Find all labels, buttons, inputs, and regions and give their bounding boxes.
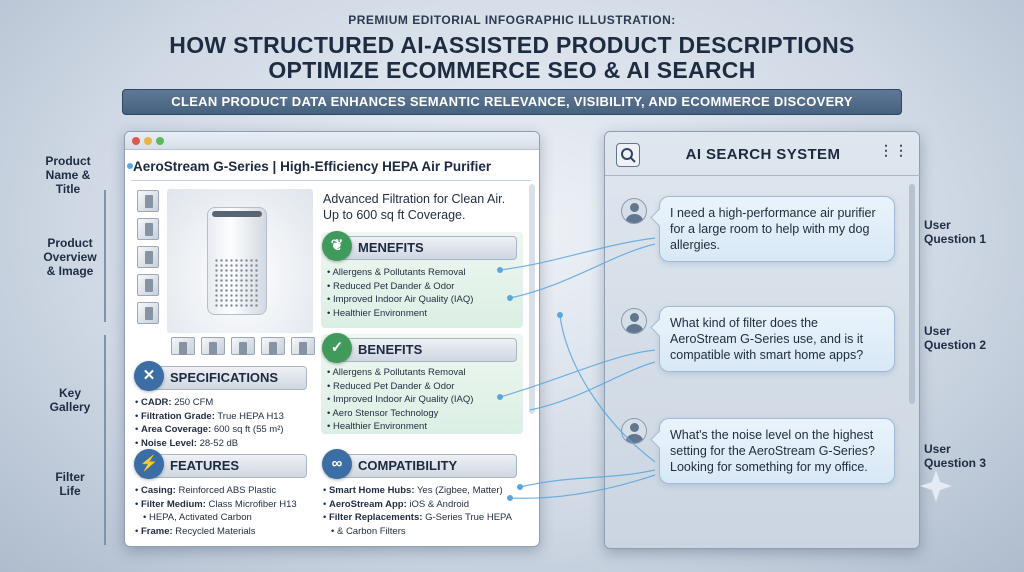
purifier-top <box>212 211 262 217</box>
connector-node <box>557 312 563 318</box>
lightning-icon: ⚡ <box>134 449 164 479</box>
more-options-icon[interactable]: ⋮⋮ <box>879 142 909 158</box>
question-bubble-1: I need a high-performance air purifier f… <box>659 196 895 262</box>
minimize-dot-icon[interactable] <box>144 137 152 145</box>
question-bubble-2: What kind of filter does the AeroStream … <box>659 306 895 372</box>
list-item: & Carbon Filters <box>323 525 512 539</box>
subtitle-bar: CLEAN PRODUCT DATA ENHANCES SEMANTIC REL… <box>122 89 902 115</box>
thumbnail[interactable] <box>137 246 159 268</box>
features-heading: ⚡ FEATURES <box>134 449 307 479</box>
ai-header: AI SEARCH SYSTEM ⋮⋮ <box>605 132 921 176</box>
thumbnail[interactable] <box>231 337 255 355</box>
user-avatar <box>621 198 647 224</box>
thumbnail[interactable] <box>137 302 159 324</box>
compatibility-heading: ∞ COMPATIBILITY <box>322 449 517 479</box>
label-user-question-2: User Question 2 <box>924 324 987 352</box>
user-avatar <box>621 418 647 444</box>
list-item: Frame: Recycled Materials <box>135 525 297 539</box>
list-item: Filter Medium: Class Microfiber H13 <box>135 498 297 512</box>
page-title-line-1: HOW STRUCTURED AI-ASSISTED PRODUCT DESCR… <box>169 32 855 58</box>
bracket-overview <box>104 190 112 322</box>
thumbnail[interactable] <box>201 337 225 355</box>
product-overview-text: Advanced Filtration for Clean Air. Up to… <box>323 192 506 222</box>
list-item: Reduced Pet Dander & Odor <box>327 380 473 394</box>
question-bubble-3: What's the noise level on the highest se… <box>659 418 895 484</box>
label-filter-life: Filter Life <box>55 470 85 498</box>
list-item: Improved Indoor Air Quality (IAQ) <box>327 393 473 407</box>
thumbnail[interactable] <box>261 337 285 355</box>
search-button[interactable] <box>616 143 640 167</box>
list-item: Area Coverage: 600 sq ft (55 m²) <box>135 423 284 437</box>
list-item: HEPA, Activated Carbon <box>135 511 297 525</box>
list-item: Filter Replacements: G-Series True HEPA <box>323 511 512 525</box>
leaf-icon: ❦ <box>322 231 352 261</box>
tools-icon: ✕ <box>134 361 164 391</box>
list-item: Reduced Pet Dander & Odor <box>327 280 473 294</box>
benefits-heading: ✓ BENEFITS <box>322 333 517 363</box>
list-item: Smart Home Hubs: Yes (Zigbee, Matter) <box>323 484 512 498</box>
label-user-question-1: User Question 1 <box>924 218 987 246</box>
label-key-gallery: Key Gallery <box>49 386 91 414</box>
bracket-gallery <box>104 335 112 545</box>
label-product-name-title: Product Name & Title <box>45 154 91 196</box>
ai-search-window: AI SEARCH SYSTEM ⋮⋮ I need a high-perfor… <box>604 131 921 549</box>
list-item: Noise Level: 28-52 dB <box>135 437 284 451</box>
link-icon: ∞ <box>322 449 352 479</box>
list-item: Aero Stensor Technology <box>327 407 473 421</box>
list-item: Filtration Grade: True HEPA H13 <box>135 410 284 424</box>
list-item: Healthier Environment <box>327 420 473 434</box>
product-main-image[interactable] <box>167 189 313 333</box>
shield-check-icon: ✓ <box>322 333 352 363</box>
specifications-heading: ✕ SPECIFICATIONS <box>134 361 307 391</box>
window-titlebar <box>125 132 539 150</box>
purifier-grille <box>214 258 260 308</box>
close-dot-icon[interactable] <box>132 137 140 145</box>
ai-title: AI SEARCH SYSTEM <box>685 146 841 163</box>
page-title-line-2: OPTIMIZE ECOMMERCE SEO & AI SEARCH <box>268 57 756 83</box>
scrollbar[interactable] <box>529 184 535 414</box>
header-kicker: PREMIUM EDITORIAL INFOGRAPHIC ILLUSTRATI… <box>348 13 676 27</box>
menefits-heading: ❦ MENEFITS <box>322 231 517 261</box>
sparkle-icon <box>920 470 952 502</box>
title-divider <box>131 180 531 181</box>
ai-scrollbar[interactable] <box>909 184 915 404</box>
search-icon <box>621 148 636 163</box>
thumbnail-column <box>137 190 159 330</box>
thumbnail[interactable] <box>137 218 159 240</box>
air-purifier-image <box>207 207 267 315</box>
thumbnail[interactable] <box>137 274 159 296</box>
list-item: Casing: Reinforced ABS Plastic <box>135 484 297 498</box>
list-item: Healthier Environment <box>327 307 473 321</box>
product-window: AeroStream G-Series | High-Efficiency HE… <box>124 131 540 547</box>
menefits-list: Allergens & Pollutants Removal Reduced P… <box>327 266 473 320</box>
thumbnail-row <box>171 337 315 355</box>
compatibility-list: Smart Home Hubs: Yes (Zigbee, Matter) Ae… <box>323 484 512 538</box>
product-title: AeroStream G-Series | High-Efficiency HE… <box>133 159 492 174</box>
specifications-list: CADR: 250 CFM Filtration Grade: True HEP… <box>135 396 284 450</box>
label-user-question-3: User Question 3 <box>924 442 987 470</box>
user-avatar <box>621 308 647 334</box>
benefits-list: Allergens & Pollutants Removal Reduced P… <box>327 366 473 434</box>
page-title: HOW STRUCTURED AI-ASSISTED PRODUCT DESCR… <box>0 33 1024 83</box>
list-item: AeroStream App: iOS & Android <box>323 498 512 512</box>
label-product-overview-image: Product Overview & Image <box>43 236 97 278</box>
features-list: Casing: Reinforced ABS Plastic Filter Me… <box>135 484 297 538</box>
list-item: Allergens & Pollutants Removal <box>327 366 473 380</box>
list-item: Improved Indoor Air Quality (IAQ) <box>327 293 473 307</box>
maximize-dot-icon[interactable] <box>156 137 164 145</box>
list-item: CADR: 250 CFM <box>135 396 284 410</box>
list-item: Allergens & Pollutants Removal <box>327 266 473 280</box>
thumbnail[interactable] <box>171 337 195 355</box>
thumbnail[interactable] <box>137 190 159 212</box>
thumbnail[interactable] <box>291 337 315 355</box>
